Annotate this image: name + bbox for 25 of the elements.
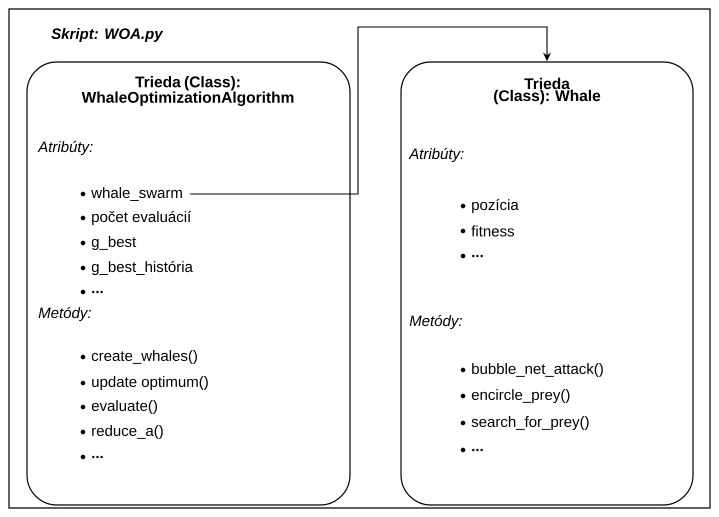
list-item: fitness <box>460 226 514 236</box>
list-item: whale_swarm <box>80 187 182 201</box>
section-label: Metódy: <box>410 314 462 330</box>
list-item: update optimum() <box>80 376 208 390</box>
list-item: g_best_história <box>80 260 193 276</box>
list-item: ... <box>460 448 483 452</box>
section-label: Metódy: <box>38 306 91 322</box>
list-item: reduce_a() <box>80 425 163 439</box>
list-item: ... <box>460 254 483 258</box>
section-label: Atribúty: <box>408 148 464 162</box>
list-item: search_for_prey() <box>460 416 589 430</box>
list-item: ... <box>80 454 103 460</box>
connector-arrow <box>190 26 552 195</box>
list-item: ... <box>80 290 103 294</box>
class-heading: Trieda (Class): WhaleOptimizationAlgorithm <box>82 76 294 106</box>
list-item: pozícia <box>460 198 519 214</box>
list-item: encircle_prey() <box>460 389 570 403</box>
list-item: počet evaluácií <box>80 210 192 226</box>
class-heading: Trieda (Class): Whale <box>494 78 600 104</box>
list-item: g_best <box>80 236 136 250</box>
script-title: Skript: WOA.py <box>51 28 164 42</box>
list-item: evaluate() <box>80 400 157 414</box>
list-item: bubble_net_attack() <box>460 363 603 377</box>
section-label: Atribúty: <box>37 140 93 156</box>
list-item: create_whales() <box>80 350 197 364</box>
